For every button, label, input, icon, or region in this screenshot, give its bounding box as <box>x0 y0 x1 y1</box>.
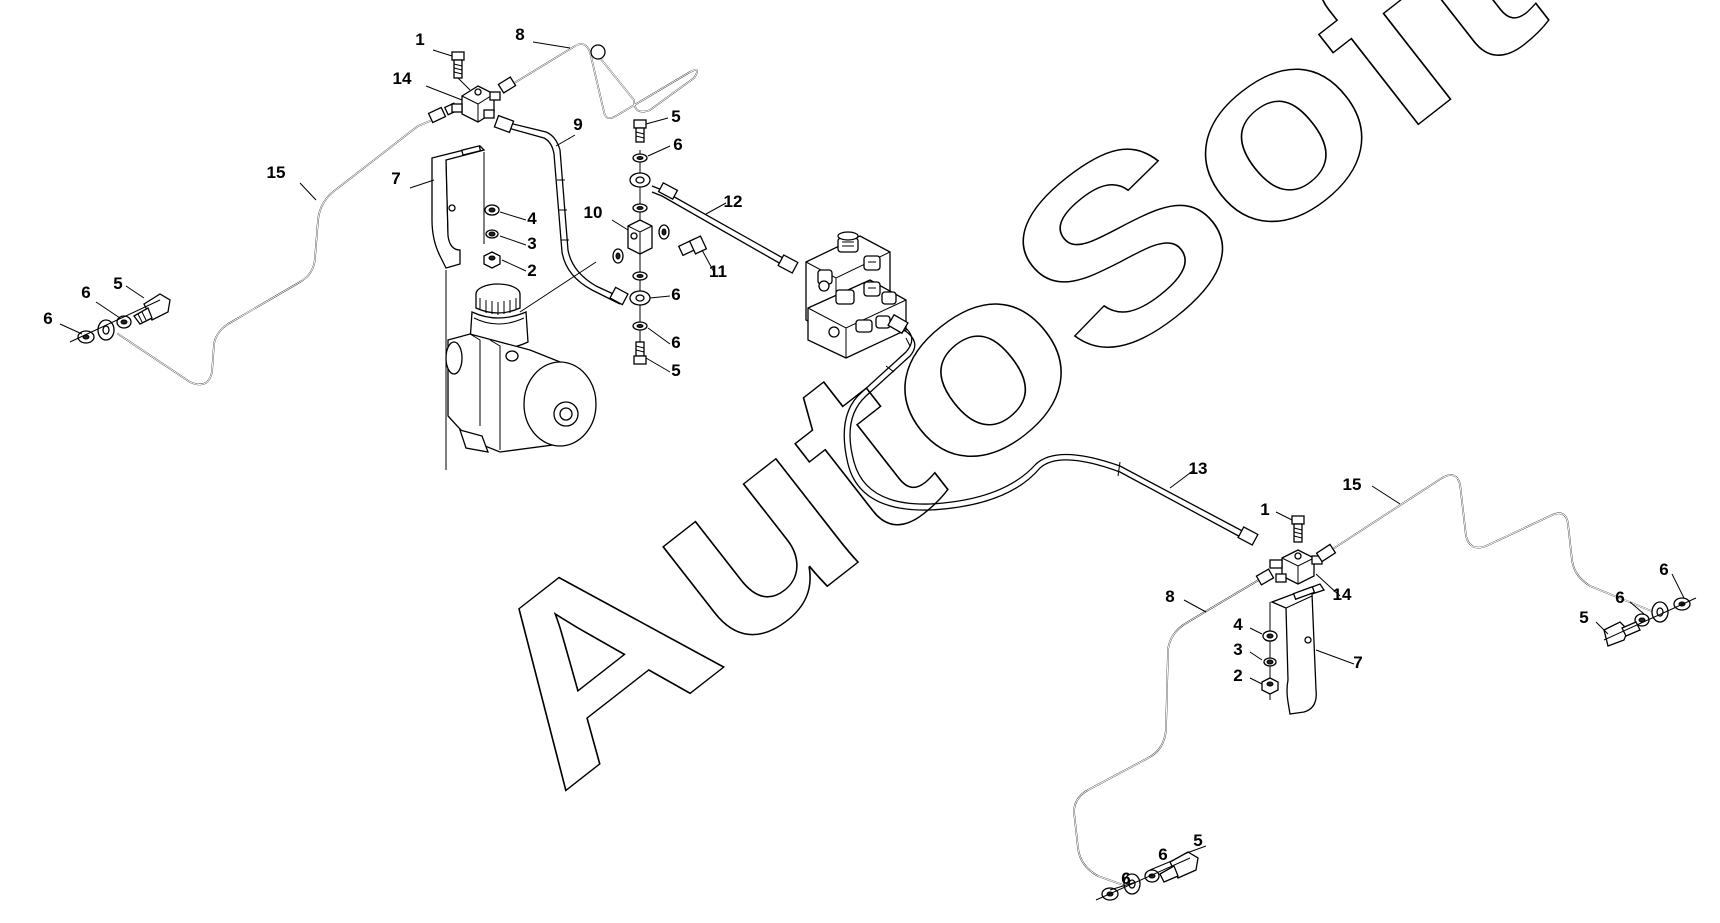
callout-6: 6 <box>81 283 90 302</box>
callout-4: 4 <box>1233 615 1243 634</box>
washer-4-right <box>1262 630 1278 642</box>
callout-5: 5 <box>1193 831 1202 850</box>
callout-6: 6 <box>1615 588 1624 607</box>
hose-9 <box>493 114 629 306</box>
callout-3: 3 <box>527 234 536 253</box>
tee-block-14-left <box>451 85 501 123</box>
callout-6: 6 <box>43 309 52 328</box>
pipe-12 <box>651 181 799 274</box>
banjo-end-right <box>1603 597 1697 647</box>
bolt-1-left <box>451 51 471 91</box>
callout-7: 7 <box>391 169 400 188</box>
control-valve-block <box>805 231 907 359</box>
callout-5: 5 <box>113 274 122 293</box>
leader-lines <box>59 41 1685 891</box>
banjo-end-bottom <box>1095 851 1199 901</box>
callout-6: 6 <box>673 135 682 154</box>
callout-4: 4 <box>527 209 537 228</box>
hydraulic-pump-assembly <box>445 283 597 453</box>
nut-2-left <box>483 251 501 269</box>
pipe-8-left <box>497 43 698 120</box>
pipe-15-right <box>1315 474 1655 613</box>
callout-11: 11 <box>709 262 727 281</box>
callout-8: 8 <box>515 25 524 44</box>
nut-2-right <box>1261 677 1279 695</box>
watermark-text: AutoSoft <box>421 0 1586 837</box>
callout-6: 6 <box>1121 869 1130 888</box>
bolt-1-right <box>1291 515 1305 543</box>
callout-5: 5 <box>1579 608 1588 627</box>
callout-15: 15 <box>267 163 286 182</box>
callout-2: 2 <box>1233 666 1242 685</box>
washer-block10-right <box>658 224 670 240</box>
lock-washer-3-left <box>485 229 499 239</box>
lock-washer-3-right <box>1263 657 1277 667</box>
banjo-end-left <box>69 293 171 344</box>
pipe-15-left <box>117 115 443 386</box>
hose-13 <box>843 313 1259 546</box>
callout-9: 9 <box>573 115 582 134</box>
bracket-7-left <box>431 145 486 269</box>
callout-10: 10 <box>584 203 603 222</box>
callout-13: 13 <box>1189 459 1208 478</box>
callout-3: 3 <box>1233 640 1242 659</box>
plug-11 <box>677 235 708 257</box>
callout-14: 14 <box>393 69 412 88</box>
callout-2: 2 <box>527 261 536 280</box>
callout-1: 1 <box>1260 500 1269 519</box>
bracket-7-right <box>1270 583 1326 715</box>
callout-6: 6 <box>1659 560 1668 579</box>
washer-4-left <box>484 204 500 216</box>
callout-1: 1 <box>415 30 424 49</box>
tee-block-14-right <box>1269 549 1323 585</box>
banjo-stack-center <box>627 119 653 365</box>
callout-14: 14 <box>1333 585 1352 604</box>
callout-12: 12 <box>724 192 743 211</box>
callout-5: 5 <box>671 107 680 126</box>
callout-6: 6 <box>671 285 680 304</box>
callout-8: 8 <box>1165 587 1174 606</box>
callout-6: 6 <box>1158 845 1167 864</box>
callout-labels: 1 8 14 15 9 5 6 12 7 4 3 2 10 11 6 6 5 5 6 6 13 15 1 14 8 4 3 2 7 6 6 5… <box>43 25 1668 888</box>
washer-block10-left <box>612 248 624 264</box>
callout-7: 7 <box>1353 653 1362 672</box>
pipe-8-right <box>1073 568 1275 887</box>
callout-6: 6 <box>671 333 680 352</box>
callout-5: 5 <box>671 361 680 380</box>
callout-15: 15 <box>1343 475 1362 494</box>
